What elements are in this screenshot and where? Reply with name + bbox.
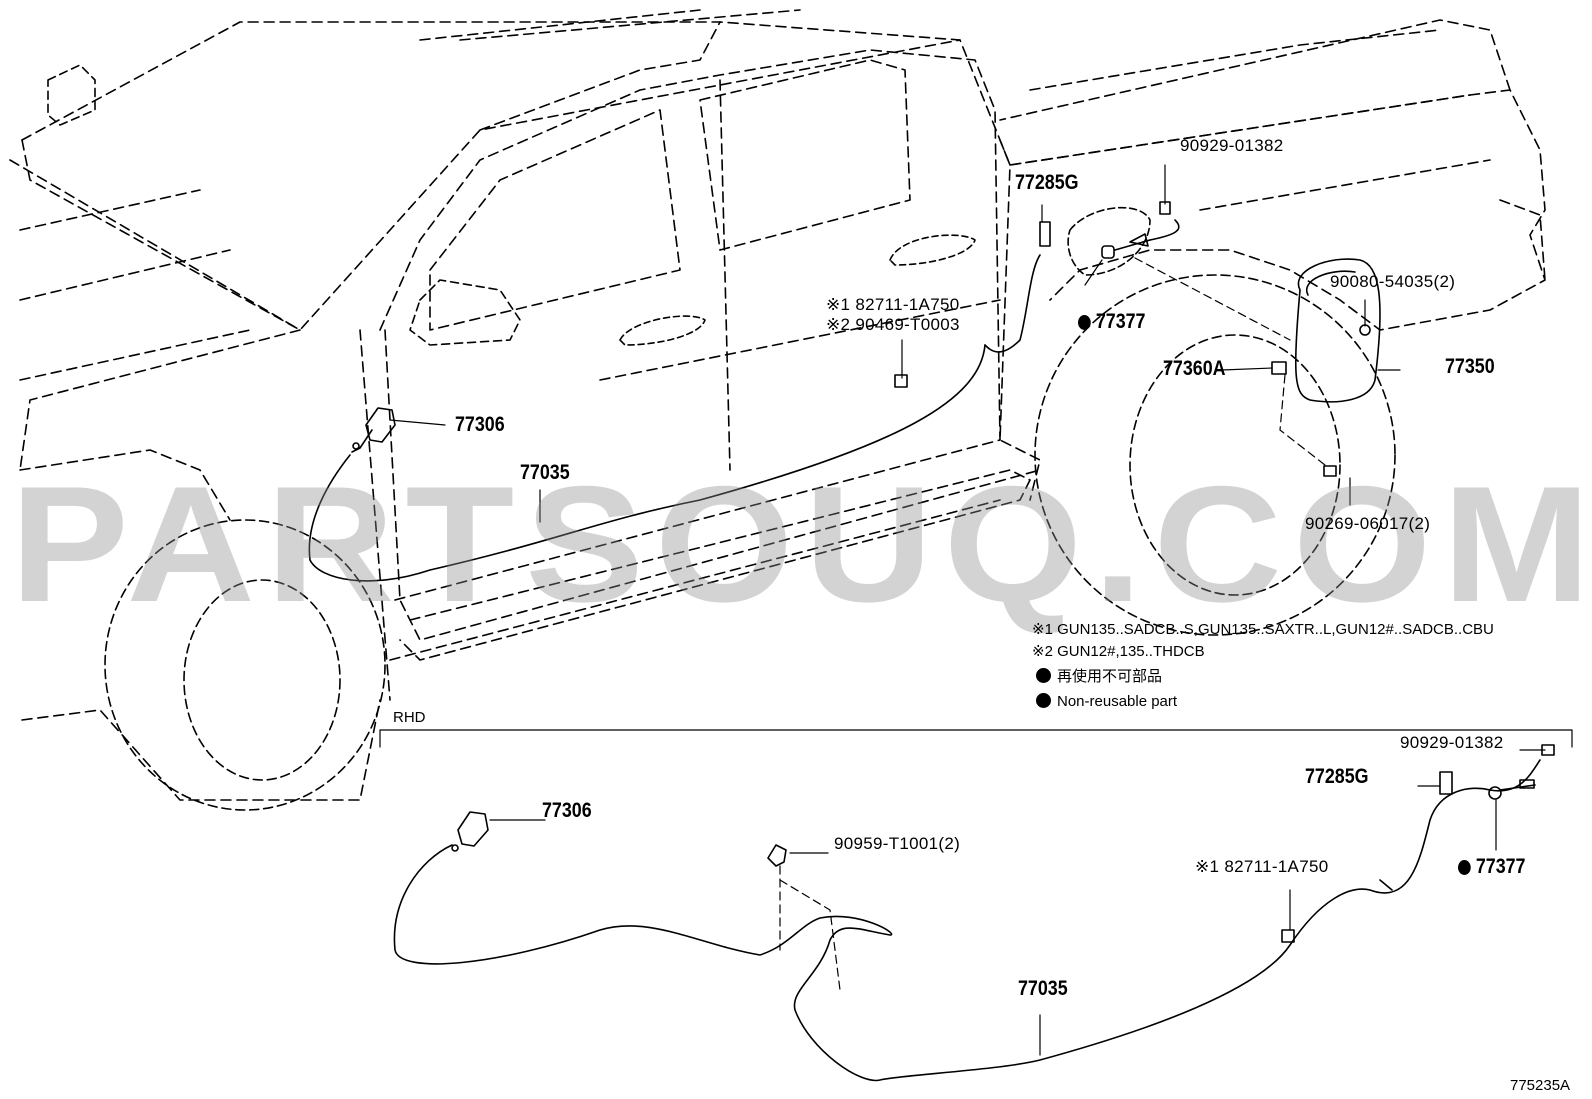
rhd-label: RHD <box>393 709 426 726</box>
vehicle-body-outline <box>9 9 1546 801</box>
part-number-77035-rhd[interactable]: 77035 <box>1018 977 1068 1000</box>
part-number-77350[interactable]: 77350 <box>1445 355 1495 378</box>
legend-non-reusable-en: Non-reusable part <box>1036 693 1177 709</box>
legend-note-1: ※1 GUN135..SADCB..S,GUN135..SAXTR..L,GUN… <box>1032 621 1494 638</box>
part-number-77377-top-text: 77377 <box>1095 310 1146 333</box>
part-number-77377-rhd[interactable]: 77377 <box>1458 856 1525 877</box>
part-number-90269[interactable]: 90269-06017(2) <box>1305 514 1431 533</box>
opener-lever <box>351 407 396 453</box>
part-number-90929-rhd[interactable]: 90929-01382 <box>1400 733 1504 752</box>
non-reusable-dot-icon <box>1036 693 1051 708</box>
part-number-77035-top[interactable]: 77035 <box>520 461 570 484</box>
fuel-filler-housing <box>1067 206 1180 276</box>
note2-part-90469[interactable]: ※2 90469-T0003 <box>826 315 960 334</box>
leader-lines <box>389 164 1401 523</box>
non-reusable-dot-icon <box>1078 315 1091 330</box>
dashed-guides <box>1134 257 1326 466</box>
rhd-opener-cable <box>393 759 1541 1082</box>
rhd-opener-lever <box>451 811 489 852</box>
part-number-77377-rhd-text: 77377 <box>1475 855 1526 878</box>
diagram-code: 775235A <box>1510 1077 1571 1094</box>
part-number-77360a[interactable]: 77360A <box>1163 357 1226 380</box>
non-reusable-dot-icon <box>1036 668 1051 683</box>
opener-cable-main <box>308 254 1041 582</box>
legend-non-reusable-en-text: Non-reusable part <box>1057 693 1178 710</box>
part-number-90080[interactable]: 90080-54035(2) <box>1330 272 1456 291</box>
rear-wheel <box>1034 274 1396 636</box>
rhd-parts <box>767 744 1555 943</box>
non-reusable-dot-icon <box>1458 860 1471 875</box>
part-number-77285g-rhd[interactable]: 77285G <box>1305 765 1369 788</box>
part-number-90959[interactable]: 90959-T1001(2) <box>834 834 961 853</box>
part-number-77377-top[interactable]: 77377 <box>1078 311 1145 332</box>
part-number-77306-top[interactable]: 77306 <box>455 413 505 436</box>
fuel-lid <box>1294 258 1381 403</box>
legend-non-reusable-jp: 再使用不可部品 <box>1036 668 1162 684</box>
part-number-77306-rhd[interactable]: 77306 <box>542 799 592 822</box>
note1-part-82711-top[interactable]: ※1 82711-1A750 <box>826 295 960 314</box>
note1-part-82711-rhd[interactable]: ※1 82711-1A750 <box>1195 857 1329 876</box>
part-number-90929-top[interactable]: 90929-01382 <box>1180 136 1284 155</box>
legend-note-2: ※2 GUN12#,135..THDCB <box>1032 643 1205 660</box>
door-handles <box>619 234 976 346</box>
rhd-leader-lines <box>489 749 1546 1056</box>
watermark: PARTSOUQ.COM <box>10 452 1592 636</box>
legend-non-reusable-jp-text: 再使用不可部品 <box>1057 668 1163 685</box>
rhd-bracket <box>379 729 1573 748</box>
part-number-77285g-top[interactable]: 77285G <box>1015 171 1079 194</box>
side-mirror-outline <box>47 64 521 346</box>
front-wheel <box>104 519 386 811</box>
rhd-dashed-guides <box>779 865 841 991</box>
